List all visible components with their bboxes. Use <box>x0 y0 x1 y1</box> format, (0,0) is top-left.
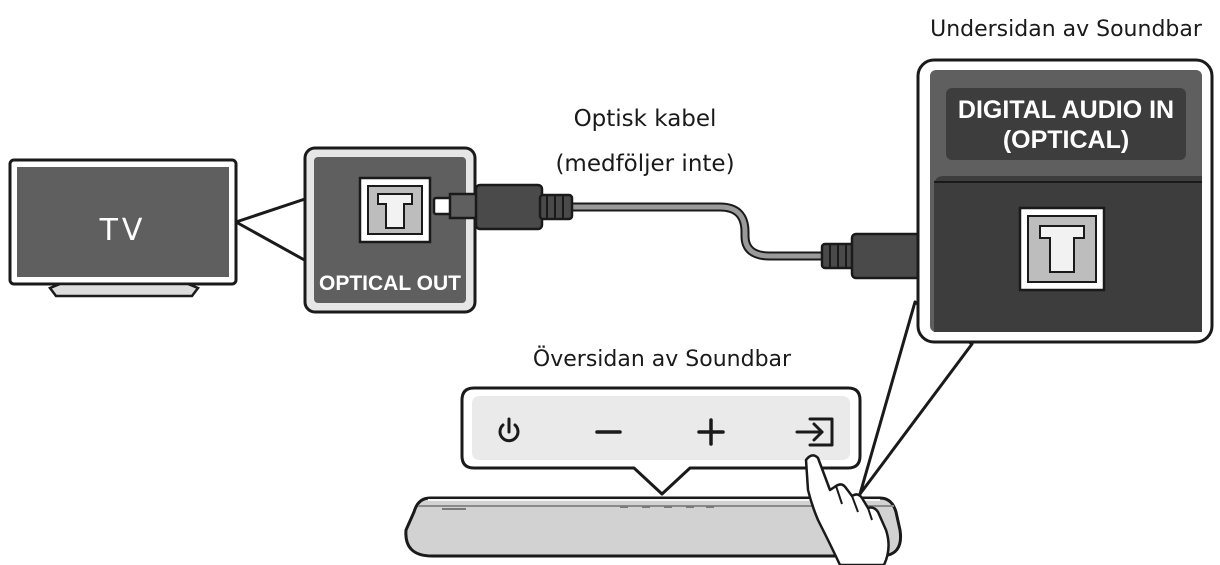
tv-port-label: OPTICAL OUT <box>319 272 461 295</box>
source-button[interactable] <box>795 417 834 447</box>
cable-label-line2: (medföljer inte) <box>555 151 734 177</box>
soundbar-port-label-line1: DIGITAL AUDIO IN <box>958 96 1174 124</box>
power-icon <box>498 417 520 443</box>
soundbar-optical-jack <box>1018 206 1106 292</box>
soundbar-bottom-callout: Undersidan av Soundbar DIGITAL AUDIO IN … <box>858 17 1214 496</box>
soundbar-top-caption: Översidan av Soundbar <box>533 346 792 372</box>
hand-pointer <box>804 454 890 565</box>
soundbar-top-callout: Översidan av Soundbar <box>460 346 862 496</box>
plus-icon <box>697 418 725 446</box>
optical-cable: Optisk kabel (medföljer inte) <box>432 106 964 280</box>
volume-up-button[interactable] <box>697 418 725 446</box>
tv-optical-out-panel: OPTICAL OUT <box>303 146 477 314</box>
soundbar-top-buttons-dots <box>620 506 714 508</box>
cable-wire <box>572 202 826 261</box>
tv-label: TV <box>99 213 147 248</box>
cable-label-line1: Optisk kabel <box>574 106 717 132</box>
soundbar-port-label-line2: (OPTICAL) <box>1003 126 1129 154</box>
tv: TV <box>8 158 238 298</box>
tv-callout-pointer <box>234 196 310 264</box>
tv-optical-jack <box>358 176 432 244</box>
power-button[interactable] <box>498 417 520 443</box>
cable-plug-left <box>432 183 574 231</box>
source-input-icon <box>795 417 834 447</box>
soundbar-bottom-caption: Undersidan av Soundbar <box>930 17 1203 42</box>
